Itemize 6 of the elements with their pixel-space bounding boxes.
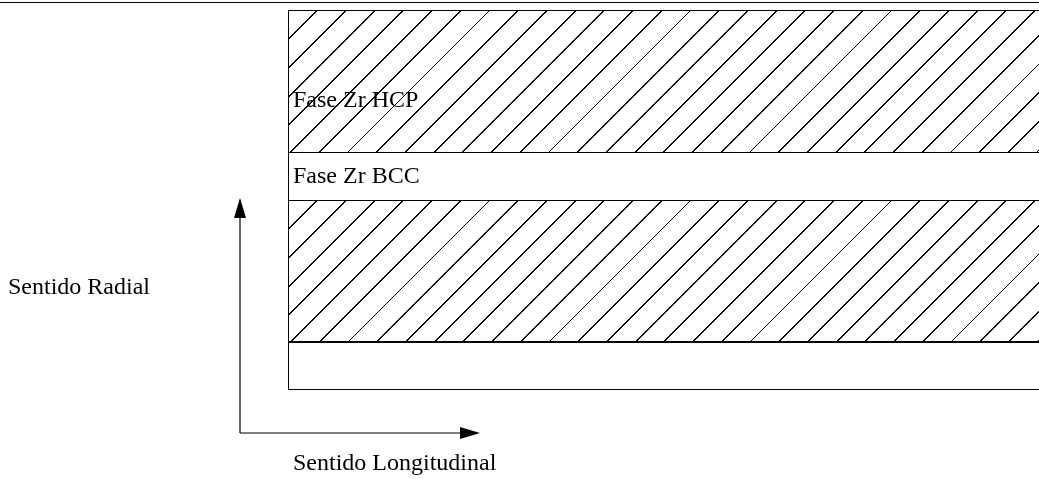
- layer-label: Fase Zr BCC: [293, 163, 420, 187]
- direction-label: Sentido Radial: [8, 274, 150, 298]
- plain-layer: [288, 342, 1039, 390]
- direction-label: Sentido Longitudinal: [293, 450, 497, 474]
- hatched-layer: [288, 200, 1039, 343]
- hatched-layer: [288, 10, 1039, 153]
